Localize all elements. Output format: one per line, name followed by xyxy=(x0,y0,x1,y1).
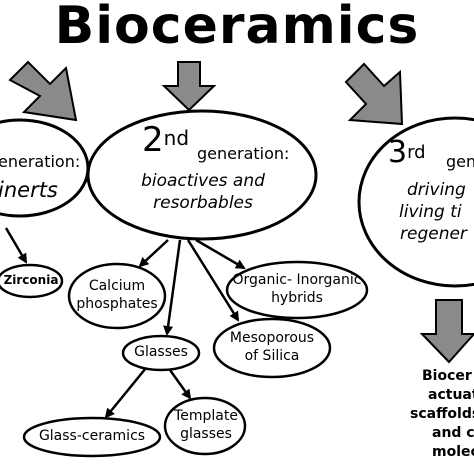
arrow-to-glass-ceramics xyxy=(104,367,147,419)
organic-label-line1: Organic- Inorganic xyxy=(232,272,362,288)
glass-ceramics-label: Glass-ceramics xyxy=(38,428,146,444)
outcome-line2: actuat xyxy=(428,387,474,403)
zirconia-ellipse xyxy=(0,263,64,299)
arrow-to-glasses xyxy=(163,239,182,336)
second-gen-ordinal: 2nd xyxy=(142,120,190,160)
calcium-label-line2: phosphates xyxy=(76,296,158,312)
template-label-line2: glasses xyxy=(180,426,232,442)
glasses-ellipse xyxy=(121,334,201,372)
glass-ceramics-ellipse xyxy=(22,416,162,458)
glasses-label: Glasses xyxy=(134,344,188,360)
second-gen-subtitle-line1: bioactives and xyxy=(141,171,265,191)
mesoporous-label-line2: of Silica xyxy=(244,348,300,364)
third-gen-ellipse xyxy=(357,116,474,288)
zirconia-label: Zirconia xyxy=(3,273,59,287)
template-ellipse xyxy=(163,396,247,456)
arrow-to-organic xyxy=(195,238,246,270)
first-gen-subtitle: inerts xyxy=(0,178,58,202)
mesoporous-ellipse xyxy=(212,317,332,379)
template-label-line1: Template xyxy=(174,408,238,424)
third-gen-line3: regener xyxy=(400,224,467,244)
calcium-label-line1: Calcium xyxy=(88,278,146,294)
third-gen-line2: living ti xyxy=(399,202,462,222)
first-gen-header: eneration: xyxy=(0,152,81,171)
bottom-right-gray-arrow xyxy=(419,299,474,364)
left-gray-arrow xyxy=(8,60,78,122)
organic-ellipse xyxy=(225,260,369,320)
mesoporous-label-line1: Mesoporous xyxy=(229,330,315,346)
right-gray-arrow xyxy=(344,62,404,126)
third-gen-ordinal: 3rd xyxy=(388,135,426,170)
second-gen-ellipse xyxy=(86,109,318,241)
second-gen-subtitle-line2: resorbables xyxy=(153,193,253,213)
arrow-to-template xyxy=(168,369,192,400)
second-gen-header: generation: xyxy=(197,144,290,163)
arrow-to-calcium xyxy=(138,239,169,268)
arrow-to-mesoporous xyxy=(186,239,240,322)
calcium-ellipse xyxy=(67,262,167,330)
outcome-line5: molec xyxy=(432,444,474,460)
arrow-to-zirconia xyxy=(4,227,28,264)
center-gray-arrow xyxy=(161,61,217,112)
organic-label-line2: hybrids xyxy=(271,290,323,306)
third-gen-header: gene xyxy=(446,152,474,171)
outcome-line3: scaffolds xyxy=(410,406,474,422)
outcome-line1: Biocer xyxy=(422,368,472,384)
outcome-line4: and c xyxy=(432,425,474,441)
diagram-title: Bioceramics xyxy=(54,0,420,56)
third-gen-line1: driving xyxy=(407,180,466,200)
